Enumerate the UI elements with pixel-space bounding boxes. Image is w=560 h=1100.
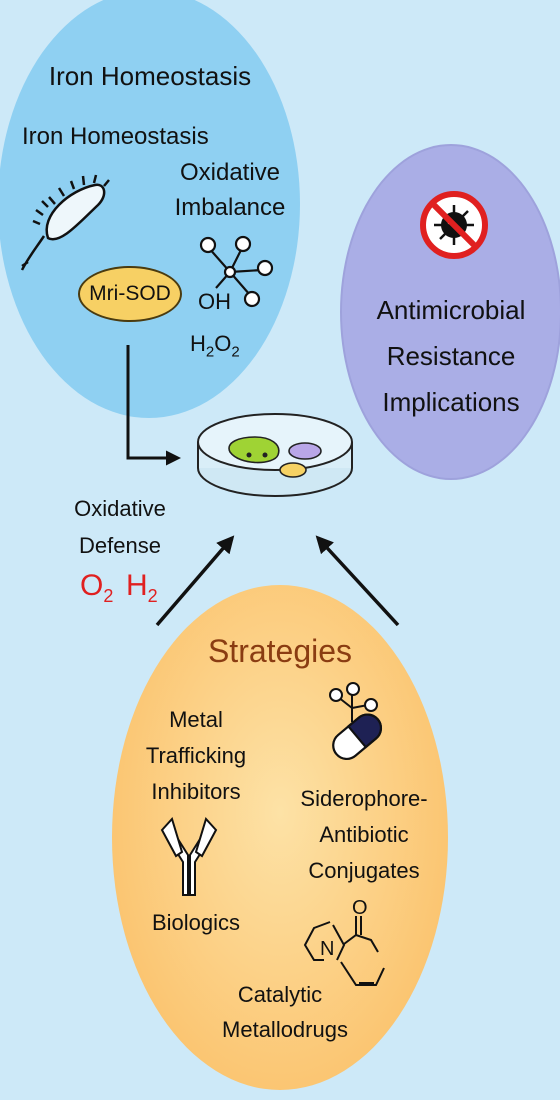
trafficking-label: Trafficking xyxy=(145,743,247,768)
imbalance-label: Imbalance xyxy=(174,194,286,221)
no-virus-icon xyxy=(420,191,488,259)
biologics-label: Biologics xyxy=(151,910,241,935)
conjugates-label: Conjugates xyxy=(308,858,420,883)
oxidative-defense-line1: Oxidative xyxy=(74,496,166,521)
oxidative-defense-line2: Defense xyxy=(79,533,161,558)
inhibitors-label: Inhibitors xyxy=(151,779,241,804)
h2-label: H2 xyxy=(126,569,158,606)
oxidative-label: Oxidative xyxy=(179,159,281,186)
implications-label: Implications xyxy=(382,387,520,417)
ring-molecule-icon xyxy=(303,916,385,986)
mri-sod-badge: Mri-SOD xyxy=(78,266,182,322)
catalytic-label: Catalytic xyxy=(237,982,323,1007)
ring-n-label: N xyxy=(320,938,335,960)
strategies-title: Strategies xyxy=(207,633,353,669)
metallodrugs-label: Metallodrugs xyxy=(222,1017,348,1042)
resistance-label: Resistance xyxy=(386,341,516,371)
iron-homeostasis-subtitle: Iron Homeostasis xyxy=(22,123,209,150)
arrow-left-to-dish xyxy=(155,535,235,627)
siderophore-label: Siderophore- xyxy=(300,786,428,811)
h2o2-label: H2O2 xyxy=(190,331,240,361)
petri-dish-icon xyxy=(197,413,353,497)
antibody-icon xyxy=(160,817,218,896)
arrow-right-to-dish xyxy=(315,535,400,627)
metal-label: Metal xyxy=(169,707,223,732)
iron-homeostasis-title: Iron Homeostasis xyxy=(48,61,252,91)
oh-label: OH xyxy=(198,289,231,314)
ring-o-label: O xyxy=(352,897,368,919)
capsule-icon xyxy=(329,682,383,761)
arrow-enzyme-to-dish xyxy=(126,345,181,466)
antimicrobial-label: Antimicrobial xyxy=(376,295,526,325)
antibiotic-label: Antibiotic xyxy=(319,822,409,847)
molecule-icon xyxy=(199,235,274,308)
iron-homeostasis-region xyxy=(0,0,300,418)
o2-label: O2 xyxy=(80,569,114,606)
bacterium-icon xyxy=(20,174,110,271)
